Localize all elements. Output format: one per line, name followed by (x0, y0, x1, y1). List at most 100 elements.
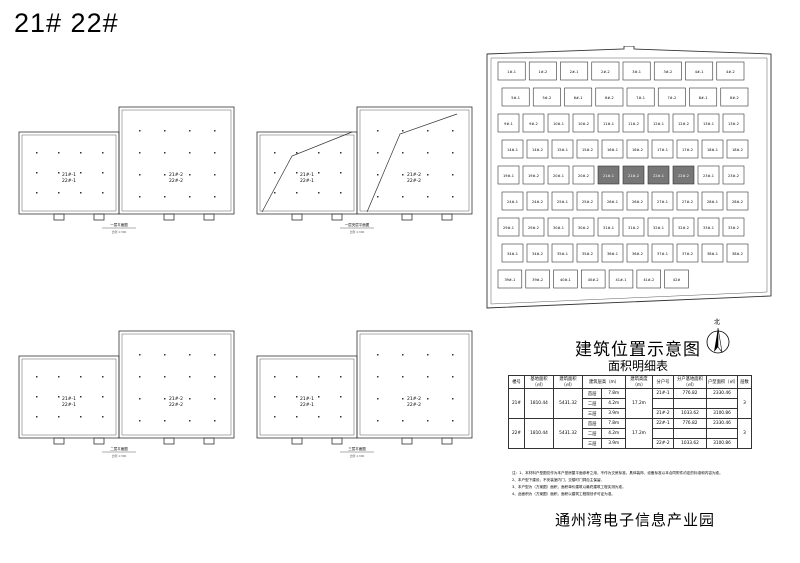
building-label: 12#-2 (678, 122, 689, 126)
header-cell: 层数 (737, 375, 752, 389)
unit-label: 21#-1 (62, 396, 76, 402)
building-block (560, 61, 589, 81)
floor-height-cell: 4.2m (601, 428, 626, 439)
building-label: 20#-2 (578, 174, 589, 178)
plan-scale: 比例 1:300 (350, 230, 365, 234)
building-label: 19#-1 (503, 174, 514, 178)
building-label: 27#-2 (682, 200, 693, 204)
building-block (653, 61, 682, 81)
building-block (664, 269, 689, 289)
floor-name-cell: 三层 (581, 438, 603, 449)
floor-name-cell: 首层 (581, 388, 603, 399)
building-block (647, 217, 670, 237)
building-label: 29#-2 (528, 226, 539, 230)
plan-caption: 三层平面图 (348, 446, 366, 451)
table-cell: 1810.44 (524, 388, 554, 419)
floor-name-cell: 二层 (581, 398, 603, 409)
building-block (576, 191, 599, 211)
header-cell: 基地面积（㎡） (524, 375, 554, 389)
building-label: 38#-2 (732, 252, 743, 256)
building-label: 14#-1 (507, 148, 518, 152)
building-label: 7#-1 (636, 96, 645, 100)
building-label: 19#-2 (528, 174, 539, 178)
floor-name-cell: 二层 (581, 428, 603, 439)
building-block (501, 139, 524, 159)
unit-label: 21#-2 (169, 396, 183, 402)
building-label: 3#-2 (664, 70, 673, 74)
unit-label: 21#-1 (300, 172, 314, 178)
unit-area-cell (706, 398, 738, 409)
building-block (720, 87, 749, 107)
building-label: 11#-1 (603, 122, 614, 126)
building-label: 36#-2 (632, 252, 643, 256)
building-block (576, 243, 599, 263)
building-label: 5#-2 (543, 96, 552, 100)
plan-caption: 一层夹层平面图 (345, 222, 370, 227)
building-block (497, 165, 520, 185)
notes: 注：1、本材料户型图仅作为本户型房屋平面参考之用，不作为交房标准。具体装饰、设备… (512, 470, 777, 498)
building-label: 36#-1 (607, 252, 618, 256)
building-label: 11#-2 (628, 122, 639, 126)
floor-height-cell: 4.2m (601, 398, 626, 409)
building-block (551, 243, 574, 263)
header-cell: 建筑高度（m） (625, 375, 653, 389)
building-label: 5#-1 (511, 96, 520, 100)
building-block (697, 217, 720, 237)
unit-label: 22#-2 (169, 178, 183, 184)
building-label: 26#-2 (632, 200, 643, 204)
building-block (528, 61, 557, 81)
unit-label: 22#-2 (407, 402, 421, 408)
building-label: 10#-1 (553, 122, 564, 126)
building-label: 40#-1 (560, 278, 571, 282)
building-label: 41#-2 (643, 278, 654, 282)
plan-scale: 比例 1:300 (112, 454, 127, 458)
building-block (526, 191, 549, 211)
building-label: 39#-1 (504, 278, 515, 282)
building-label: 2#-1 (570, 70, 579, 74)
building-block (601, 191, 624, 211)
building-block (676, 243, 699, 263)
building-label: 24#-2 (532, 200, 543, 204)
floor-name-cell: 三层 (581, 408, 603, 419)
building-block (722, 217, 745, 237)
unit-label: 22#-1 (62, 402, 76, 408)
building-block (564, 87, 593, 107)
building-label: 23#-2 (728, 174, 739, 178)
building-block (501, 191, 524, 211)
building-label: 21#-2 (628, 174, 639, 178)
building-block (647, 165, 670, 185)
building-label: 22#-2 (678, 174, 689, 178)
building-block (651, 139, 674, 159)
building-label: 25#-1 (557, 200, 568, 204)
building-block (497, 113, 520, 133)
header-cell: 户型面积（㎡） (706, 375, 738, 389)
building-block (526, 243, 549, 263)
unit-area-cell: 2330.46 (706, 418, 738, 429)
building-block (551, 139, 574, 159)
site-plan-title: 建筑位置示意图 (575, 340, 701, 360)
unit-label: 22#-1 (300, 402, 314, 408)
building-label: 24#-1 (507, 200, 518, 204)
building-block (657, 87, 686, 107)
building-label: 27#-1 (657, 200, 668, 204)
plan-caption: 一层平面图 (110, 222, 128, 227)
building-label: 29#-1 (503, 226, 514, 230)
building-label: 8#-2 (730, 96, 739, 100)
building-block (676, 139, 699, 159)
height-cell: 17.2m (625, 388, 653, 419)
building-label: 32#-1 (653, 226, 664, 230)
unit-base-area-cell: 1033.62 (673, 408, 707, 419)
building-label: 34#-1 (507, 252, 518, 256)
building-label: 33#-1 (703, 226, 714, 230)
building-block (651, 191, 674, 211)
building-label: 39#-2 (532, 278, 543, 282)
building-block (626, 87, 655, 107)
unit-label: 22#-2 (169, 402, 183, 408)
compass-icon (706, 327, 730, 354)
building-label: 34#-2 (532, 252, 543, 256)
building-label: 10#-2 (578, 122, 589, 126)
building-label: 15#-2 (582, 148, 593, 152)
building-label: 33#-2 (728, 226, 739, 230)
